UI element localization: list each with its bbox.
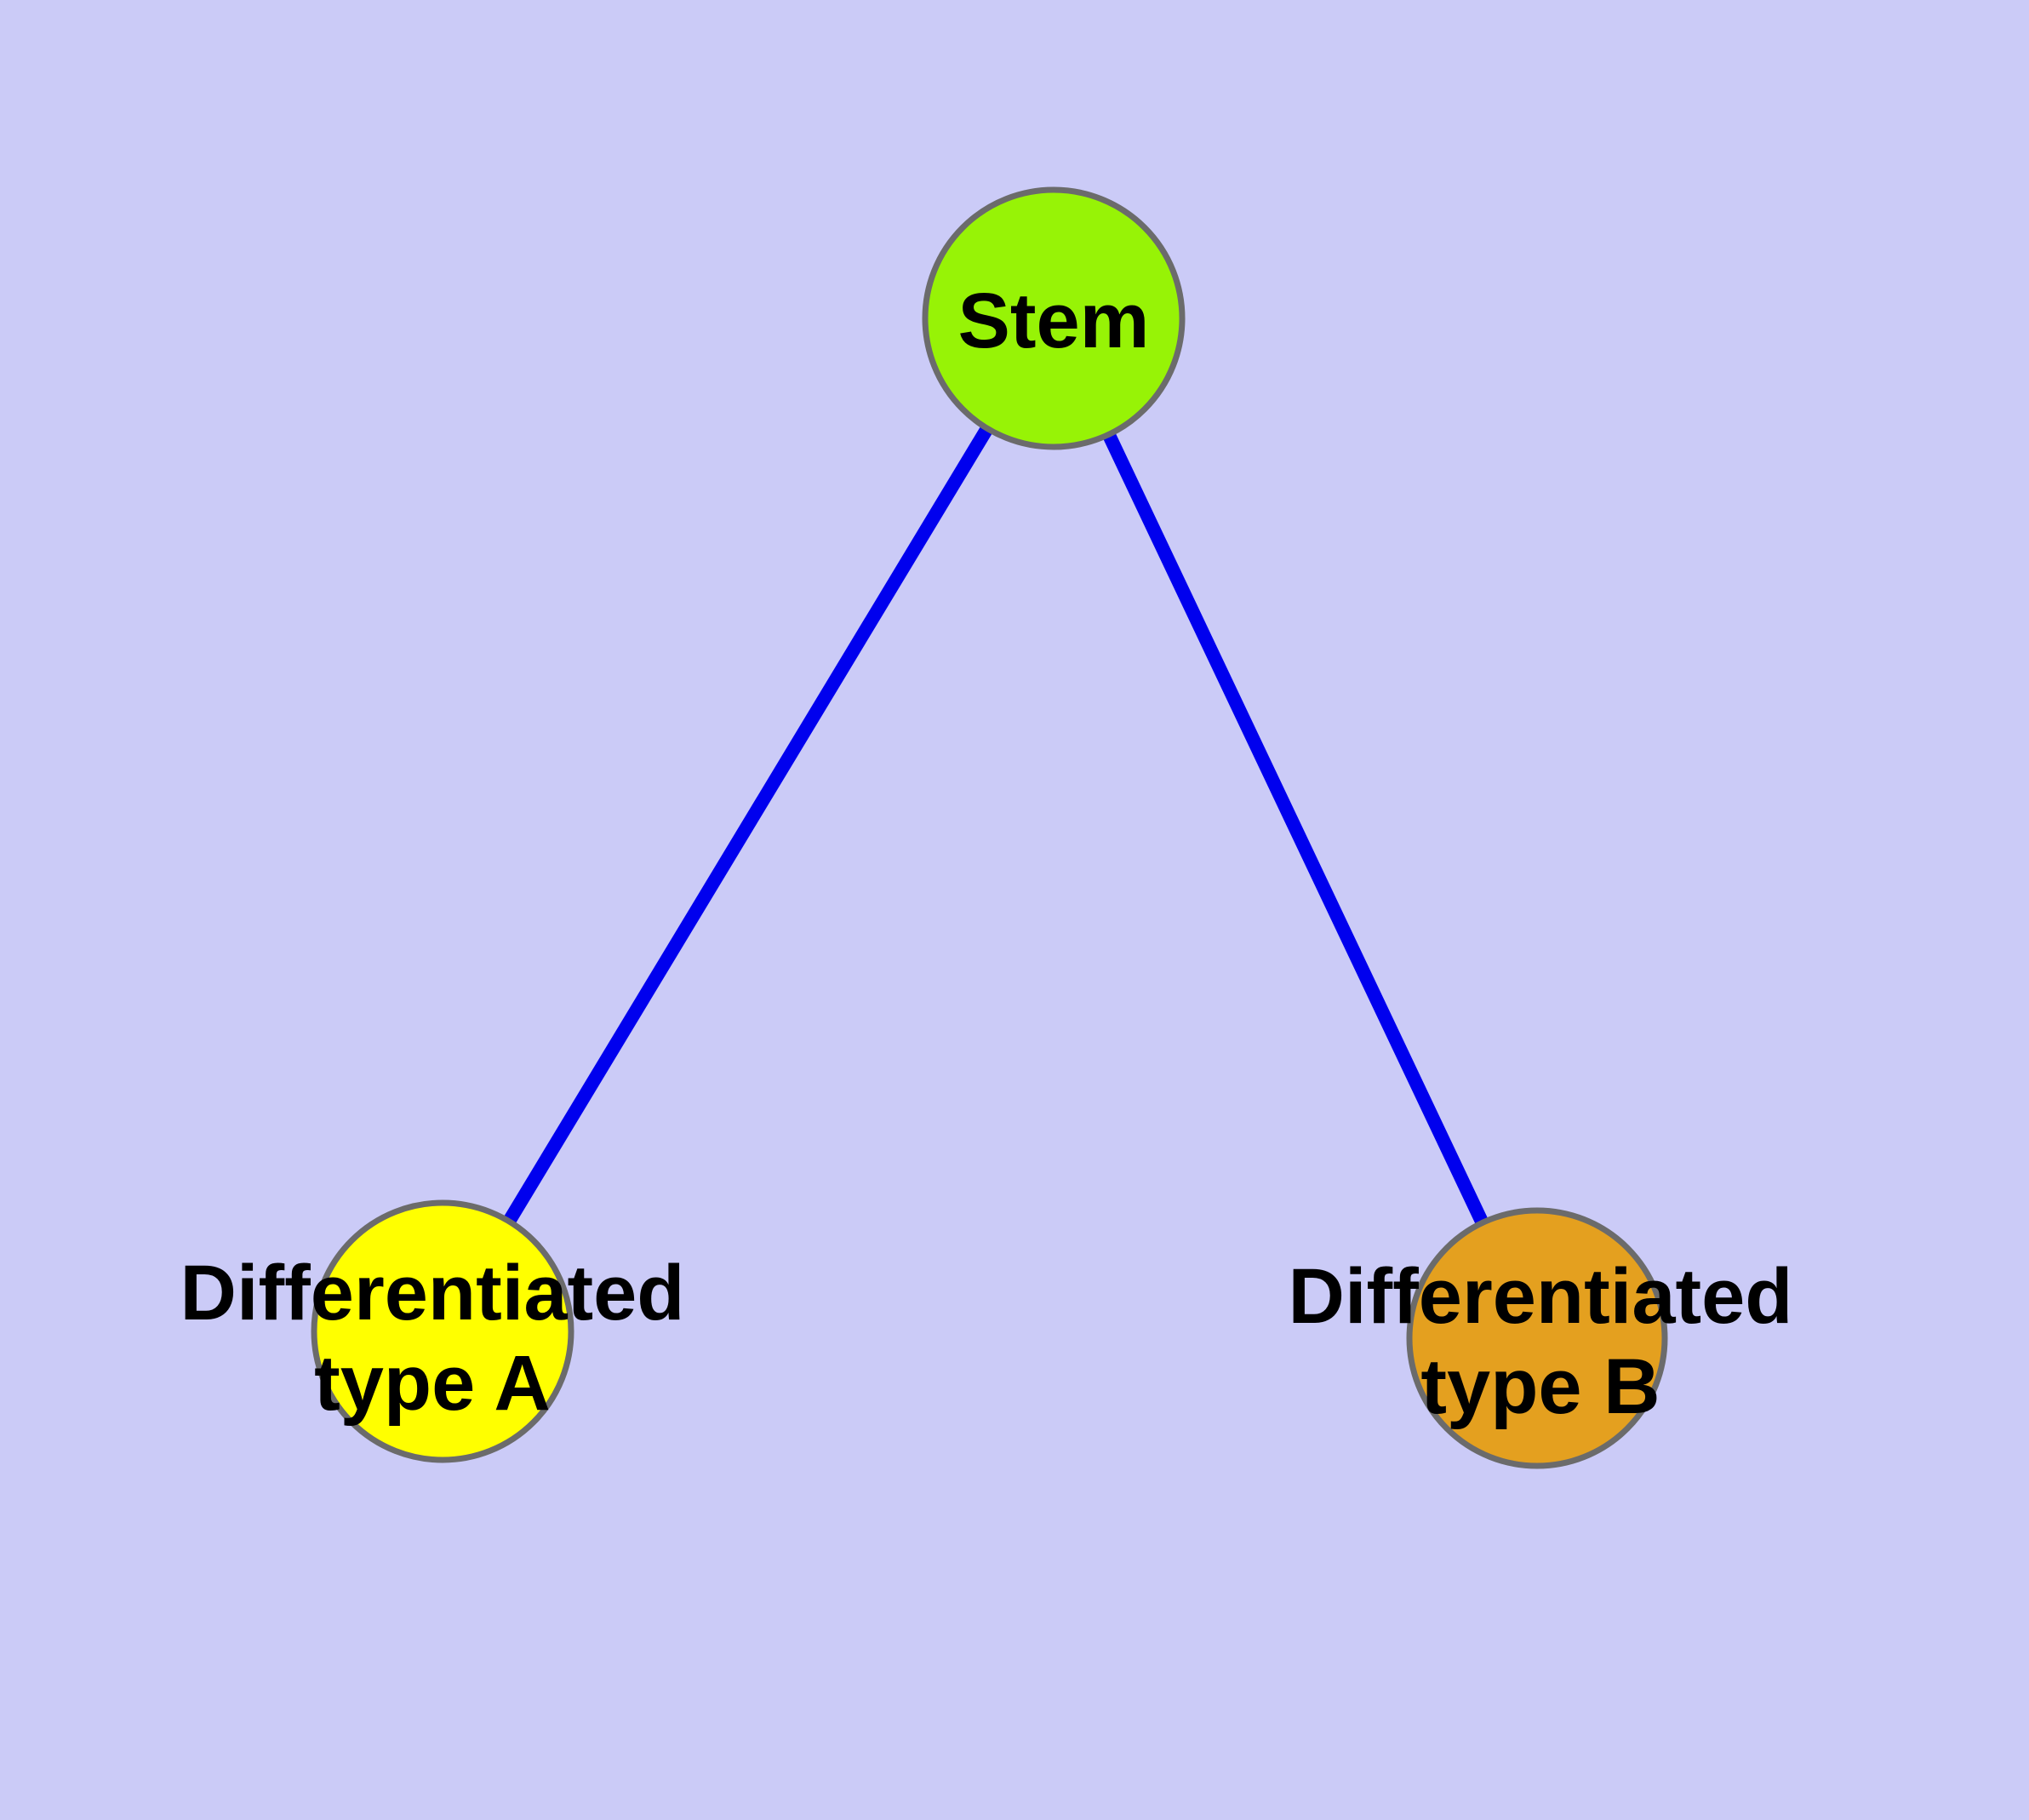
edge-stem-to-type-b	[1047, 315, 1544, 1342]
node-type-b-label-line1: Differentiated	[1289, 1253, 1793, 1340]
edge-stem-to-type-a	[437, 314, 1060, 1336]
node-type-b-label-line2: type B	[1420, 1343, 1660, 1430]
node-stem-label: Stem	[958, 278, 1150, 364]
node-differentiated-type-b	[1406, 1207, 1668, 1469]
node-stem	[922, 186, 1186, 450]
node-type-a-label-line2: type A	[314, 1340, 551, 1427]
node-differentiated-type-a	[311, 1199, 574, 1463]
node-type-a-label-line1: Differentiated	[180, 1250, 685, 1336]
